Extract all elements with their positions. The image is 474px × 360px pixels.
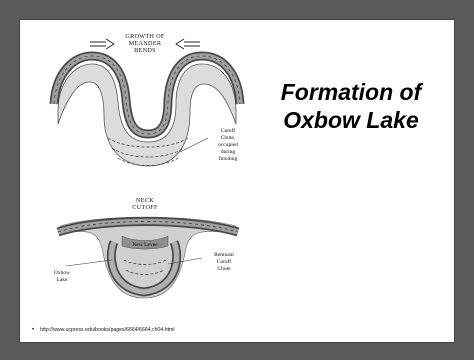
remnant-note-line2: Cutoff xyxy=(217,258,231,265)
source-bullet: • http://www.ucpress.edu/books/pages/666… xyxy=(32,327,175,333)
slide: GROWTH OF MEANDER BENDS xyxy=(20,20,454,342)
growth-label-line1: GROWTH OF xyxy=(125,33,165,40)
source-url-link[interactable]: http://www.ucpress.edu/books/pages/6664/… xyxy=(40,327,174,333)
cutoff-note-line3: occupied xyxy=(218,142,238,148)
remnant-note-line3: Chute xyxy=(217,266,231,272)
oxbow-label-line1: Oxbow xyxy=(54,270,70,276)
top-floodplain xyxy=(58,64,236,166)
oxbow-label-line2: Lake xyxy=(57,277,69,283)
remnant-note-line1: Remnant xyxy=(214,252,234,258)
growth-label-line2: MEANDER xyxy=(129,40,162,47)
bullet-icon: • xyxy=(32,327,34,333)
cutoff-note-line2: Chute, xyxy=(221,135,236,141)
title-line1: Formation of xyxy=(281,79,422,105)
bottom-diagram: NECK CUTOFF New Levee Oxbow Lake xyxy=(54,197,238,298)
left-arrow-icon xyxy=(90,39,114,49)
slide-title: Formation of Oxbow Lake xyxy=(256,78,446,134)
title-line2: Oxbow Lake xyxy=(283,107,418,133)
oxbow-formation-diagram: GROWTH OF MEANDER BENDS xyxy=(30,20,260,320)
right-arrow-icon xyxy=(176,39,200,49)
neck-label-line2: CUTOFF xyxy=(132,204,158,211)
cutoff-note-line5: flooding xyxy=(219,155,238,162)
new-levee-label: New Levee xyxy=(132,242,158,248)
cutoff-note-line4: during xyxy=(221,149,236,155)
neck-label-line1: NECK xyxy=(136,197,154,204)
top-diagram: GROWTH OF MEANDER BENDS xyxy=(54,33,240,166)
growth-label-line3: BENDS xyxy=(134,47,156,54)
cutoff-note-line1: Cutoff xyxy=(221,127,235,134)
